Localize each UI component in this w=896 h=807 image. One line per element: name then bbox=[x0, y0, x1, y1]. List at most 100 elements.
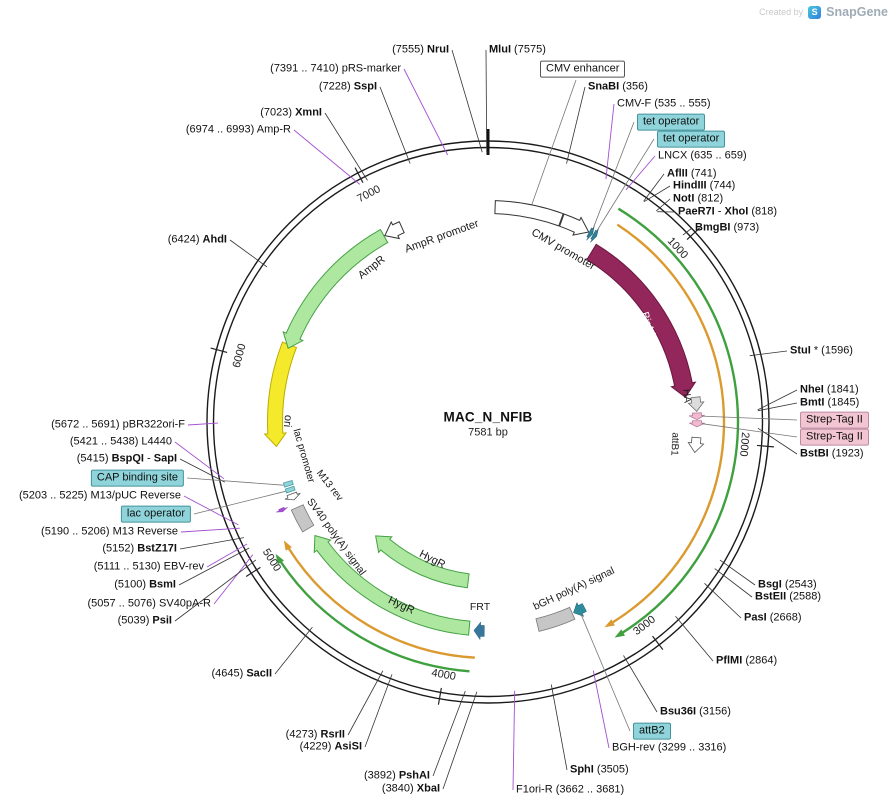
callout-line-pshai bbox=[432, 690, 466, 777]
primer-label-m13-puc-reverse[interactable]: (5203 .. 5225) M13/pUC Reverse bbox=[19, 490, 181, 503]
enzyme-label-bmgbi[interactable]: BmgBI (973) bbox=[695, 222, 759, 235]
label-text: (5190 .. 5206) M13 Reverse bbox=[41, 525, 178, 538]
enzyme-label-snabi[interactable]: SnaBI (356) bbox=[588, 81, 648, 94]
feature-name-ori-name[interactable]: ori bbox=[280, 414, 295, 428]
enzyme-label-mlui[interactable]: MluI (7575) bbox=[489, 44, 546, 57]
feature-box-label-strep-tag-label-1[interactable]: Strep-Tag II bbox=[800, 411, 869, 429]
label-text: BmtI bbox=[800, 396, 825, 409]
enzyme-label-xmni[interactable]: (7023) XmnI bbox=[260, 107, 322, 120]
orf-arc-orf-a-green[interactable] bbox=[617, 207, 740, 634]
primer-label-f1ori-r[interactable]: F1ori-R (3662 .. 3681) bbox=[516, 784, 624, 797]
callout-line-sphi bbox=[550, 684, 568, 771]
feature-lac-promoter[interactable] bbox=[284, 491, 301, 501]
feature-box-label-tet-operator-label-2[interactable]: tet operator bbox=[657, 130, 726, 148]
enzyme-label-noti[interactable]: NotI (812) bbox=[673, 193, 723, 206]
feature-attb1[interactable] bbox=[687, 436, 705, 454]
enzyme-label-aflii[interactable]: AflII (741) bbox=[667, 168, 717, 181]
primer-label-prs-marker[interactable]: (7391 .. 7410) pRS-marker bbox=[270, 63, 401, 76]
feature-name-frt-name[interactable]: FRT bbox=[469, 600, 491, 613]
primer-label-m13-reverse[interactable]: (5190 .. 5206) M13 Reverse bbox=[41, 526, 178, 539]
enzyme-label-sacii[interactable]: (4645) SacII bbox=[211, 668, 272, 681]
primer-label-bgh-rev[interactable]: BGH-rev (3299 .. 3316) bbox=[612, 742, 726, 755]
enzyme-label-sspi[interactable]: (7228) SspI bbox=[319, 81, 377, 94]
primer-label-ebv-rev[interactable]: (5111 .. 5130) EBV-rev bbox=[94, 561, 204, 574]
enzyme-label-psii[interactable]: (5039) PsiI bbox=[118, 615, 172, 628]
orf-arc-arrowhead-orf-b-green bbox=[275, 553, 284, 565]
orf-arc-orf-b-orange[interactable] bbox=[287, 547, 475, 659]
feature-box-label-strep-tag-label-2[interactable]: Strep-Tag II bbox=[800, 428, 869, 446]
feature-box-label-cap-binding-site-label[interactable]: CAP binding site bbox=[90, 469, 184, 487]
feature-frt[interactable] bbox=[473, 621, 485, 641]
label-text: CMV enhancer bbox=[546, 62, 620, 75]
enzyme-label-bsu36i[interactable]: Bsu36I (3156) bbox=[660, 706, 731, 719]
feature-tet-operator-1[interactable] bbox=[586, 225, 595, 241]
feature-hygr[interactable] bbox=[313, 534, 471, 636]
primer-label-cmv-f[interactable]: CMV-F (535 .. 555) bbox=[617, 98, 711, 111]
label-text: BstEII bbox=[755, 590, 787, 603]
feature-lac-operator[interactable] bbox=[284, 485, 296, 494]
feature-ori[interactable] bbox=[263, 341, 298, 448]
feature-name-attb1-name[interactable]: attB1 bbox=[668, 432, 681, 456]
feature-name-ha-name[interactable]: HA bbox=[680, 388, 693, 404]
enzyme-label-ahdi[interactable]: (6424) AhdI bbox=[168, 234, 227, 247]
enzyme-label-bspqi-sapi[interactable]: (5415) BspQI - SapI bbox=[77, 453, 177, 466]
ring-tick-label-2000: 2000 bbox=[737, 432, 751, 457]
enzyme-label-bsteii[interactable]: BstEII (2588) bbox=[755, 591, 821, 604]
feature-cmv-promoter[interactable] bbox=[558, 213, 590, 236]
label-text: (1923) bbox=[828, 447, 864, 460]
enzyme-label-paer7i-xhoi[interactable]: PaeR7I - XhoI (818) bbox=[678, 206, 777, 219]
feature-box-label-lac-operator-label[interactable]: lac operator bbox=[120, 505, 191, 523]
enzyme-label-bstz17i[interactable]: (5152) BstZ17I bbox=[102, 543, 177, 556]
primer-label-amp-r[interactable]: (6974 .. 6993) Amp-R bbox=[186, 124, 291, 137]
label-text: (356) bbox=[619, 80, 648, 93]
feature-sv40-poly-a[interactable] bbox=[290, 504, 315, 533]
enzyme-label-bsmi[interactable]: (5100) BsmI bbox=[114, 579, 176, 592]
orf-arc-orf-a-orange[interactable] bbox=[611, 223, 726, 624]
feature-bgh-poly-a[interactable] bbox=[535, 606, 576, 632]
primer-label-l4440[interactable]: (5421 .. 5438) L4440 bbox=[70, 436, 172, 449]
feature-cap-binding-site[interactable] bbox=[282, 479, 294, 488]
feature-bira-r118g[interactable] bbox=[586, 243, 697, 398]
feature-attb2[interactable] bbox=[573, 601, 587, 617]
feature-hygr-inner[interactable] bbox=[375, 535, 470, 589]
feature-ha-tag[interactable] bbox=[687, 396, 705, 412]
feature-box-label-cmv-enhancer-label[interactable]: CMV enhancer bbox=[540, 60, 626, 78]
watermark-brand[interactable]: SnapGene bbox=[826, 5, 888, 19]
enzyme-label-sphi[interactable]: SphI (3505) bbox=[570, 764, 629, 777]
feature-tet-operator-2[interactable] bbox=[590, 227, 599, 243]
feature-strep-tag-1[interactable] bbox=[689, 412, 705, 421]
callout-line-sspi bbox=[379, 86, 411, 164]
feature-box-label-attb2-label[interactable]: attB2 bbox=[633, 722, 671, 740]
feature-ampr-promoter[interactable] bbox=[384, 220, 405, 240]
enzyme-label-bmti[interactable]: BmtI (1845) bbox=[800, 397, 859, 410]
feature-box-label-tet-operator-label-1[interactable]: tet operator bbox=[637, 113, 706, 131]
enzyme-label-asisi[interactable]: (4229) AsiSI bbox=[300, 741, 362, 754]
enzyme-label-pflmi[interactable]: PflMI (2864) bbox=[716, 655, 777, 668]
enzyme-label-nhei[interactable]: NheI (1841) bbox=[800, 384, 859, 397]
enzyme-label-bstbi[interactable]: BstBI (1923) bbox=[800, 448, 864, 461]
label-text: (7228) bbox=[318, 80, 354, 93]
enzyme-label-xbai[interactable]: (3840) XbaI bbox=[382, 783, 440, 796]
enzyme-label-bsgi[interactable]: BsgI (2543) bbox=[758, 579, 817, 592]
callout-line-pasi bbox=[704, 583, 742, 619]
callout-line-noti bbox=[656, 198, 671, 212]
feature-ampr[interactable] bbox=[282, 228, 389, 350]
enzyme-label-nrui[interactable]: (7555) NruI bbox=[392, 44, 449, 57]
feature-m13-rev-primer[interactable] bbox=[276, 506, 288, 513]
callout-line-m13-puc-reverse bbox=[183, 495, 239, 526]
label-text: AsiSI bbox=[334, 740, 362, 753]
enzyme-label-pasi[interactable]: PasI (2668) bbox=[744, 612, 802, 625]
enzyme-label-rsrii[interactable]: (4273) RsrII bbox=[286, 729, 345, 742]
callout-line-bsu36i bbox=[623, 655, 658, 713]
callout-line-strep-tag-label-1 bbox=[701, 415, 798, 421]
enzyme-label-stui[interactable]: StuI * (1596) bbox=[790, 345, 853, 358]
feature-cmv-enhancer[interactable] bbox=[494, 200, 564, 227]
orf-arc-orf-b-green[interactable] bbox=[279, 560, 470, 673]
primer-label-sv40pa-r[interactable]: (5057 .. 5076) SV40pA-R bbox=[87, 598, 211, 611]
primer-label-lncx[interactable]: LNCX (635 .. 659) bbox=[658, 150, 747, 163]
enzyme-label-pshai[interactable]: (3892) PshAI bbox=[364, 770, 430, 783]
feature-strep-tag-2[interactable] bbox=[689, 420, 705, 428]
primer-label-pbr322ori-f[interactable]: (5672 .. 5691) pBR322ori-F bbox=[51, 419, 185, 432]
enzyme-label-hindiii[interactable]: HindIII (744) bbox=[673, 180, 735, 193]
